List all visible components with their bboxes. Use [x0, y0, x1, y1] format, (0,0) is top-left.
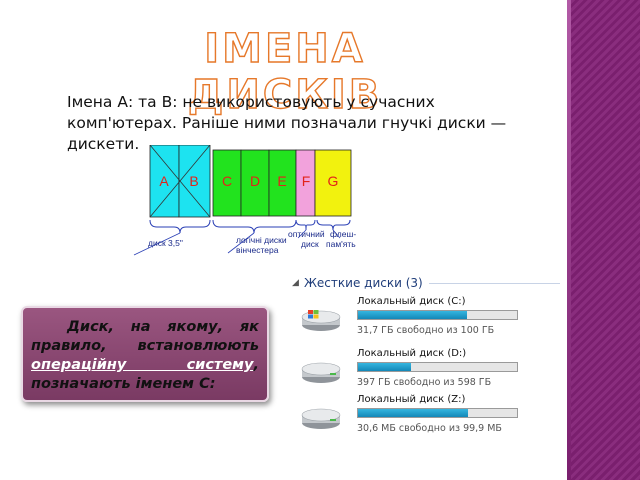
explorer-drives-panel: ◢ Жесткие диски (3) Локальный диск (C:) …: [290, 270, 560, 440]
drive-usage-fill: [358, 409, 469, 417]
letter-e: E: [277, 173, 286, 189]
letter-a: A: [159, 173, 169, 189]
cross-line: [149, 145, 211, 218]
drive-free-space: 30,6 МБ свободно из 99,9 МБ: [357, 423, 502, 434]
expand-arrow-icon[interactable]: ◢: [292, 278, 299, 288]
intro-text: Імена А: та В: не використовують у сучас…: [67, 93, 507, 153]
label-optical-line1: оптичний: [288, 229, 325, 239]
label-flash-line1: флеш-: [330, 229, 356, 239]
callout-text-part2: , позначають іменем С:: [31, 357, 259, 392]
label-floppy: диск 3,5": [148, 238, 183, 248]
label-hdd-line2: вінчестера: [236, 245, 279, 255]
pointer-hdd: [227, 232, 255, 254]
letter-b: B: [189, 173, 198, 189]
label-flash-line2: пам'ять: [326, 239, 356, 249]
drive-item-d[interactable]: Локальный диск (D:) 397 ГБ свободно из 5…: [300, 348, 550, 394]
callout-text-part1: Диск, на якому, як правило, встановлюють: [31, 319, 259, 354]
drive-free-space: 31,7 ГБ свободно из 100 ГБ: [357, 325, 495, 336]
hard-drive-icon: [301, 362, 341, 383]
group-divider: [428, 282, 560, 284]
drive-usage-bar: [357, 408, 518, 418]
hard-drive-icon: [301, 408, 341, 429]
letter-g: G: [328, 173, 339, 189]
drive-name: Локальный диск (D:): [357, 348, 467, 359]
letter-d: D: [250, 173, 260, 189]
drive-block-a: [149, 145, 180, 218]
drive-usage-bar: [357, 362, 518, 372]
brace-floppy: [149, 219, 211, 234]
hard-drives-group-header[interactable]: ◢ Жесткие диски (3): [290, 274, 560, 292]
decorative-side-band: [571, 0, 640, 480]
operating-system-link[interactable]: операційну систему: [31, 357, 254, 373]
drive-usage-fill: [358, 363, 412, 371]
pointer-flash: [332, 229, 341, 239]
pointer-optical: [297, 229, 307, 239]
drive-usage-fill: [358, 311, 467, 319]
drive-block-b: [178, 145, 211, 218]
callout-box: Диск, на якому, як правило, встановлюють…: [21, 306, 269, 402]
callout-text: Диск, на якому, як правило, встановлюють…: [31, 318, 259, 394]
brace-hdd: [212, 219, 297, 234]
pointer-floppy: [133, 232, 181, 256]
drive-block-d: [240, 149, 270, 217]
label-hdd-line1: логічні диски: [236, 235, 287, 245]
drive-item-z[interactable]: Локальный диск (Z:) 30,6 МБ свободно из …: [300, 394, 550, 440]
label-optical-line2: диск: [301, 239, 319, 249]
drive-free-space: 397 ГБ свободно из 598 ГБ: [357, 377, 492, 388]
letter-f: F: [302, 173, 311, 189]
drive-letters-diagram: A B C D E F G диск 3,5" логічні диски ві…: [133, 145, 356, 256]
decorative-stripe: [567, 0, 571, 480]
drive-name: Локальный диск (Z:): [357, 394, 466, 405]
drive-name: Локальный диск (C:): [357, 296, 466, 307]
drive-block-g: [314, 149, 352, 217]
slide-title: ІМЕНА ДИСКІВ: [187, 25, 383, 118]
letter-c: C: [222, 173, 232, 189]
windows-drive-icon: [301, 310, 341, 331]
drive-usage-bar: [357, 310, 518, 320]
drive-item-c[interactable]: Локальный диск (C:) 31,7 ГБ свободно из …: [300, 296, 550, 342]
group-title: Жесткие диски (3): [304, 276, 423, 290]
